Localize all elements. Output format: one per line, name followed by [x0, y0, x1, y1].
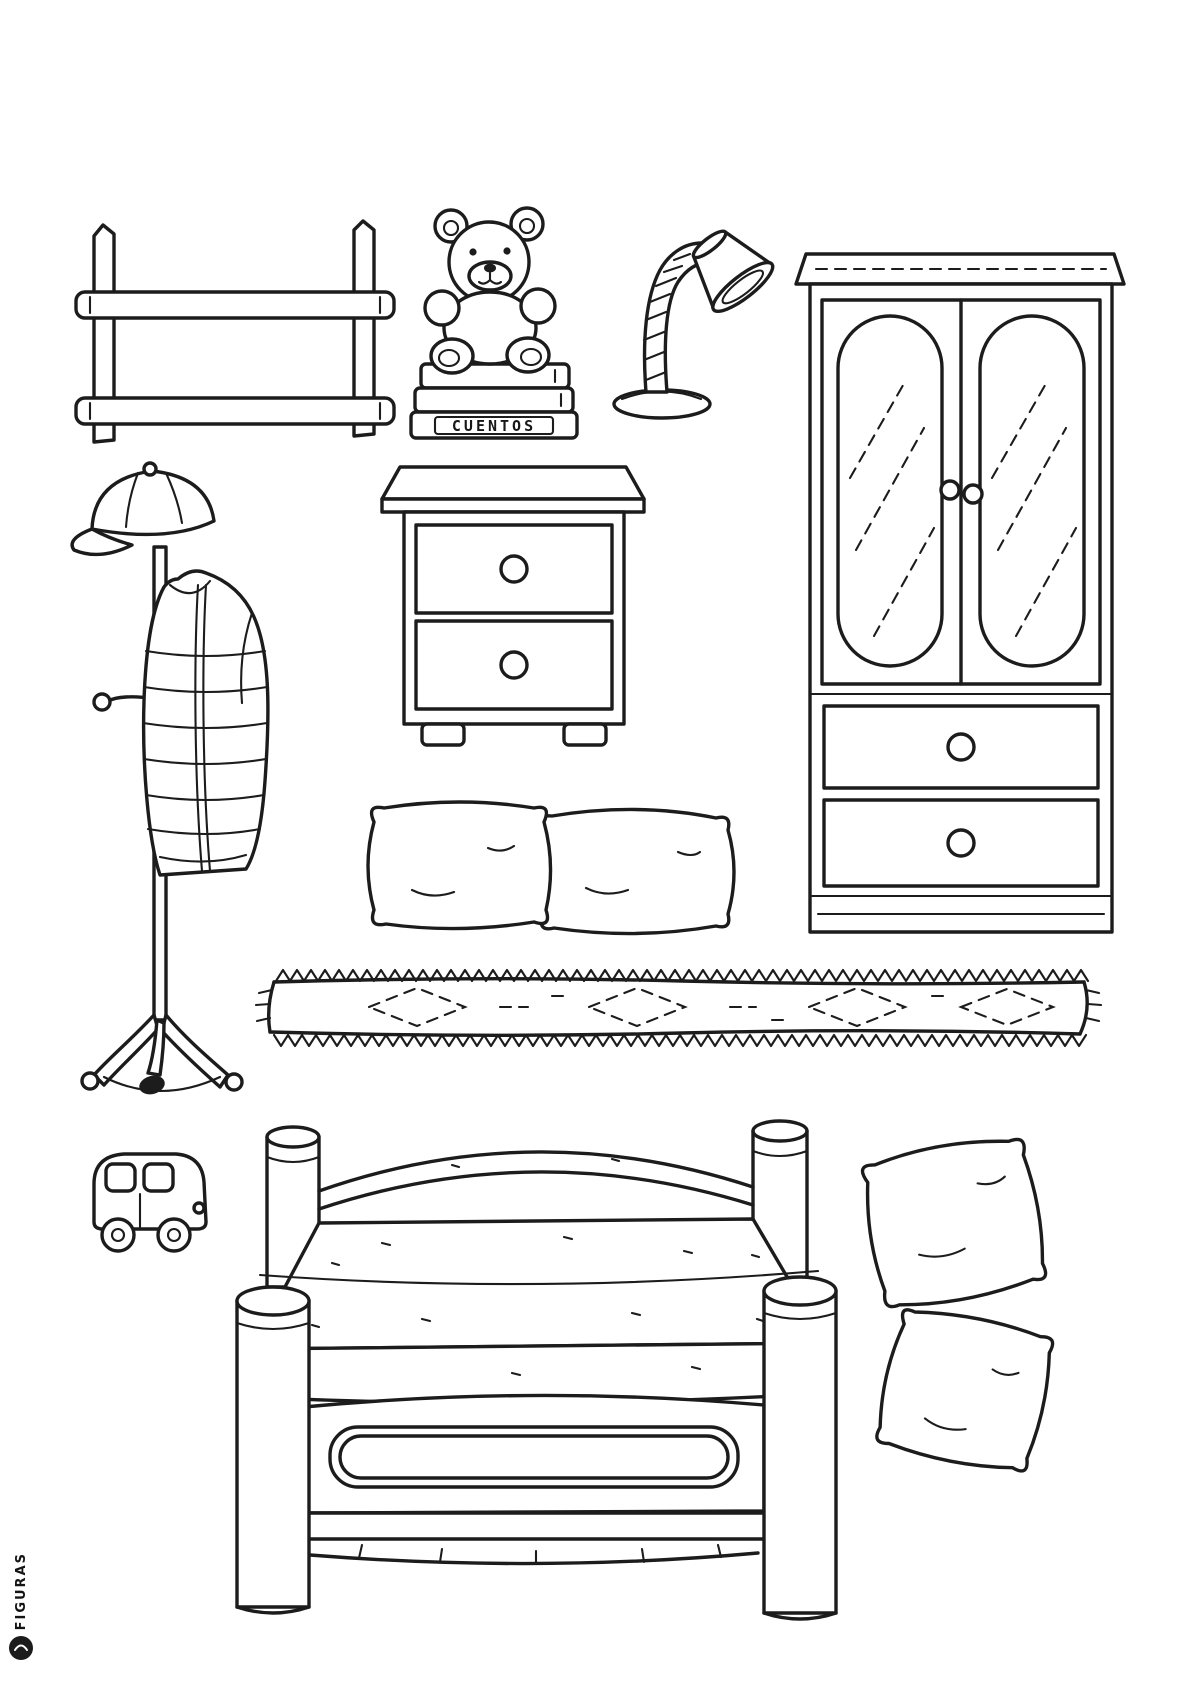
pillows-drawing	[366, 800, 736, 936]
stacked-pillows-drawing	[860, 1137, 1055, 1473]
teddy-bear-drawing: CUENTOS	[409, 206, 579, 440]
rug-fringe-bottom	[272, 1033, 1088, 1048]
figuras-watermark: FIGURAS	[8, 1552, 34, 1661]
nightstand-drawing	[380, 465, 646, 747]
bed-drawing	[235, 1119, 838, 1621]
book-title-text: CUENTOS	[452, 417, 536, 435]
rug-drawing	[254, 968, 1103, 1048]
figuras-logo	[9, 1636, 33, 1661]
coat-rack-drawing	[70, 461, 270, 1095]
wall-shelf-drawing	[74, 219, 396, 444]
toy-car-drawing	[92, 1152, 208, 1253]
watermark-text: FIGURAS	[13, 1552, 29, 1631]
desk-lamp-drawing	[612, 229, 775, 420]
wardrobe-drawing	[794, 252, 1126, 934]
